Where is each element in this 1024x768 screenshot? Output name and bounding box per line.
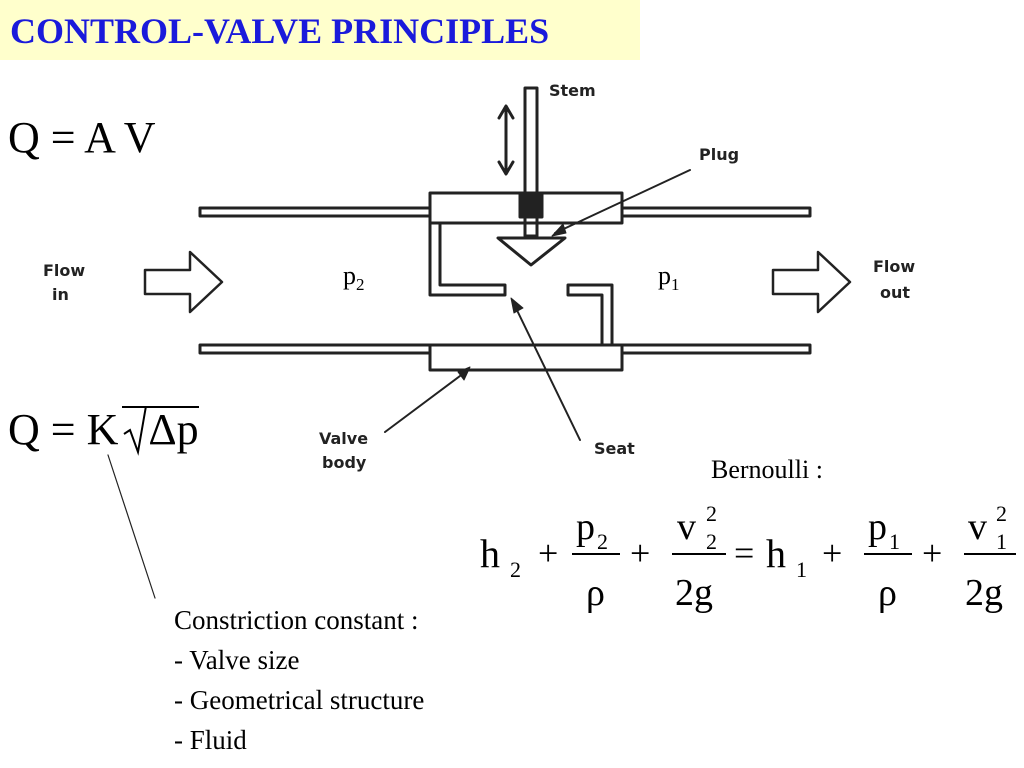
bern-h2-sub: 2 <box>510 557 521 582</box>
page-title: CONTROL-VALVE PRINCIPLES <box>10 11 550 51</box>
flow-in-arrow <box>143 250 224 314</box>
bernoulli-label: Bernoulli : <box>711 455 823 484</box>
equation-equals: = <box>50 405 76 454</box>
label-valve-body-line1: Valve <box>319 429 368 448</box>
bern-h1-sub: 1 <box>796 557 807 582</box>
equation-flow-area-velocity: Q = A V <box>8 113 156 162</box>
valve-stem <box>523 86 539 238</box>
equation-k: K <box>86 405 119 454</box>
bern-v2-sub: 2 <box>706 529 717 554</box>
seat-leader <box>512 301 581 441</box>
bernoulli-equation: h 2 + p 2 ρ + v 2 2 2g = h 1 + p 1 ρ + v… <box>480 501 1016 614</box>
bern-v2: v <box>677 506 696 548</box>
bern-rho-rhs: ρ <box>878 572 897 614</box>
bern-h2: h <box>480 531 500 576</box>
valve-plug <box>496 236 567 267</box>
label-flow-in-line2: in <box>52 285 69 304</box>
label-flow-out-line1: Flow <box>873 257 915 276</box>
bern-2g-rhs: 2g <box>965 572 1003 614</box>
bern-p2: p <box>576 506 595 548</box>
bern-plus-3: + <box>822 533 842 573</box>
sqrt-radical: Δp <box>122 405 199 456</box>
flow-out-arrow <box>771 250 852 314</box>
plug-leader <box>554 169 691 234</box>
bern-h1: h <box>766 531 786 576</box>
title-banner: CONTROL-VALVE PRINCIPLES <box>0 0 640 60</box>
valve-body-leader <box>384 369 469 433</box>
bern-p2-sub: 2 <box>597 529 608 554</box>
pipe-bottom-left-wall <box>198 343 432 355</box>
pipe-bottom-right-wall <box>620 343 812 355</box>
pipe-top-right-wall <box>620 206 812 218</box>
valve-partition-left <box>428 221 507 297</box>
notes-heading: Constriction constant : <box>174 605 419 635</box>
label-seat: Seat <box>594 439 635 458</box>
equation-flow-constant: Q = K Δp <box>8 404 199 456</box>
bern-plus-1: + <box>538 533 558 573</box>
bern-equals: = <box>734 533 754 573</box>
label-stem: Stem <box>549 81 596 100</box>
label-flow-in-line1: Flow <box>43 261 85 280</box>
bern-v2-sup: 2 <box>706 501 717 526</box>
bern-v1-sup: 2 <box>996 501 1007 526</box>
label-p2: p2 <box>343 261 365 294</box>
bern-2g-lhs: 2g <box>675 572 713 614</box>
bern-plus-4: + <box>922 533 942 573</box>
pipe-top-left-wall <box>198 206 432 218</box>
bern-plus-2: + <box>630 533 650 573</box>
notes-item: - Geometrical structure <box>174 685 425 715</box>
notes-item: - Valve size <box>174 645 300 675</box>
sqrt-sign-icon <box>123 406 148 456</box>
label-plug: Plug <box>699 145 739 164</box>
bern-rho-lhs: ρ <box>586 572 605 614</box>
valve-partition-right <box>566 283 614 347</box>
bern-p1: p <box>868 506 887 548</box>
equation-q: Q <box>8 405 40 454</box>
bern-p1-sub: 1 <box>889 529 900 554</box>
valve-body-bottom <box>428 343 624 372</box>
constant-pointer-line <box>107 454 156 599</box>
stem-packing <box>518 191 544 219</box>
notes-item: - Fluid <box>174 725 247 755</box>
bern-v1: v <box>968 506 987 548</box>
equation-delta-p: Δp <box>148 405 199 454</box>
label-p1: p1 <box>658 261 680 294</box>
label-flow-out-line2: out <box>880 283 910 302</box>
label-valve-body-line2: body <box>322 453 367 472</box>
constriction-notes: Constriction constant : - Valve size - G… <box>174 600 424 760</box>
bern-v1-sub: 1 <box>996 529 1007 554</box>
